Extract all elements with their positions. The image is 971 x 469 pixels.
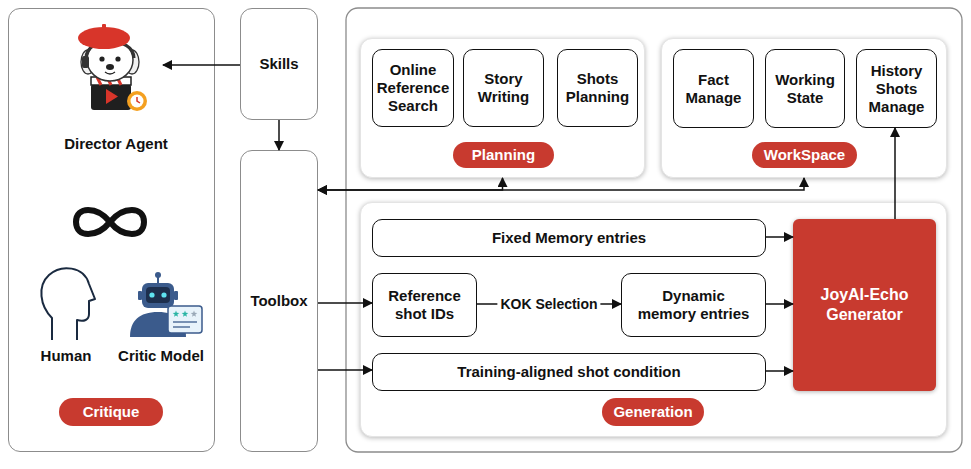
clapper-body [91,84,131,110]
process-box: Reference shot IDs [372,273,477,337]
card-line [173,321,197,322]
rating-card [168,306,202,333]
robot-ear [138,291,142,300]
panel-pill: Planning [453,142,554,168]
connector-arrow [163,64,240,66]
process-box: Working State [765,49,845,128]
robot-antenna-tip [155,272,161,278]
node-label: Story Writing [470,70,537,106]
icon-caption: Director Agent [41,133,191,155]
dog-ear [125,50,139,74]
rating-star [191,311,198,317]
robot-eye [161,292,166,297]
node-label: Fixed Memory entries [492,229,646,247]
human-icon: Human [35,269,97,345]
node-label: Reference shot IDs [379,287,470,323]
connector-arrow [894,128,896,219]
connector-arrow [318,369,372,371]
headphones [86,42,134,59]
clock-rim [127,91,147,111]
panel-pill: WorkSpace [752,142,857,168]
generation-panel: Generation Fixed Memory entriesReference … [360,202,947,437]
beret [78,27,130,49]
robot-eye [149,292,154,297]
connector-arrow [766,303,793,305]
panel-pill: Critique [59,398,163,426]
human-head-icon [41,268,95,340]
clapper-stripes [97,77,121,85]
icon-caption: Critic Model [101,345,221,367]
skills-box: Skills [240,8,318,120]
critic-icon: Critic Model [125,271,205,339]
rating-star [173,311,180,317]
node-label: JoyAI-Echo Generator [801,285,928,325]
process-box: Fixed Memory entries [372,219,766,257]
process-box: Dynamic memory entries [621,273,766,337]
play-symbol [106,89,118,104]
node-label: Online Reference Search [377,61,450,115]
node-label: Dynamic memory entries [634,287,753,323]
node-label: Shots Planning [564,70,631,106]
node-label: Working State [772,71,838,107]
connector-arrow [278,120,280,150]
node-label: Training-aligned shot condition [457,363,680,381]
card-line [173,326,190,327]
clock-face [131,95,144,108]
agent-icon: Director Agent [69,19,163,115]
rating-star [182,311,189,317]
dog-ear [81,50,95,74]
dog-eye [99,56,104,61]
right-frame [346,8,962,452]
robot-face [146,287,170,303]
connector-arrow [318,302,372,304]
process-box: Training-aligned shot condition [372,353,766,391]
process-box: Online Reference Search [372,49,454,127]
process-box: Story Writing [463,49,544,127]
dog-eye [115,56,120,61]
director-mascot [78,24,147,111]
planning-panel: Planning Online Reference Search Story Wri… [360,38,645,178]
process-box: Shots Planning [557,49,638,127]
connector-arrow [766,370,793,372]
node-label: History Shots Manage [863,62,930,116]
loop-symbol [76,210,144,234]
clock-hands [137,97,140,103]
dog-head [87,39,133,81]
connector-arrow [766,236,793,238]
connector-arrow [318,178,804,190]
robot-body [130,312,186,337]
toolbox-box: Toolbox [240,150,318,452]
panel-pill: Generation [602,398,704,426]
generator-box: JoyAI-Echo Generator [793,219,936,391]
clapper-top [91,77,131,85]
robot-antenna [157,277,159,284]
edge-label: KOK Selection [497,296,600,312]
dog-mouth [105,72,115,74]
workspace-panel: WorkSpace Fact Manage Working State History… [661,38,947,178]
critique-panel: Critique Director AgentHuman Critic Model [8,8,215,452]
process-box: Fact Manage [673,49,754,128]
robot-ear [174,291,178,300]
dog-nose [106,64,114,70]
node-label: Toolbox [250,292,307,310]
process-box: History Shots Manage [856,49,937,128]
node-label: Fact Manage [680,71,747,107]
beret-stem [102,24,106,30]
critic-robot-icon [130,272,202,337]
connector-arrow [477,303,621,305]
icon-caption: Human [16,345,116,367]
robot-head [142,283,174,308]
connector-arrow [318,178,503,190]
headphone-cup [82,56,89,68]
node-label: Skills [259,55,298,73]
